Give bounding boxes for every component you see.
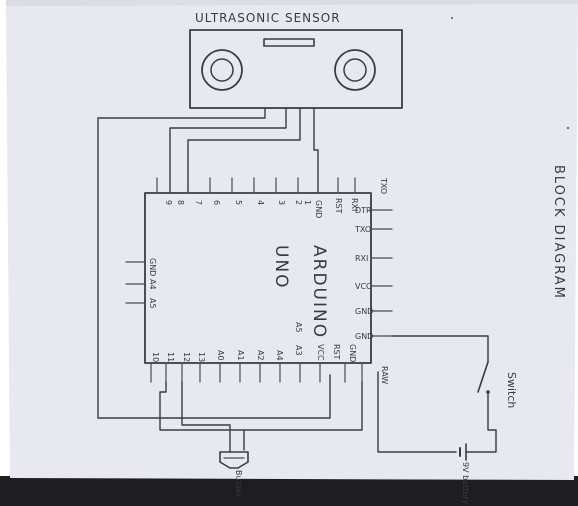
board-outline <box>144 192 372 364</box>
right-header-pins <box>370 209 393 337</box>
buzzer-body <box>219 451 249 469</box>
pin-label: A5 <box>148 298 157 309</box>
wire-echo <box>187 107 301 193</box>
arduino-board: ARDUINO UNO <box>144 192 372 364</box>
power-wires <box>377 335 497 453</box>
pin-label: 7 <box>194 200 203 205</box>
board-model: UNO <box>271 245 291 290</box>
pin-label: GND <box>355 307 373 316</box>
sensor-crystal <box>263 38 315 47</box>
bottom-header-pins <box>150 362 363 383</box>
pin-label: RXI <box>355 254 368 263</box>
switch: Switch <box>477 361 518 408</box>
pin-label: 9 <box>164 200 173 205</box>
right-pin-labels: DTR TXO RXI VCC GND GND <box>354 206 373 341</box>
sensor-transducer-right-inner <box>343 58 367 82</box>
wire-gnd <box>313 107 319 193</box>
pin-label: 2 <box>294 200 303 205</box>
buzzer: Buzzer <box>219 451 249 498</box>
pin-label: A1 <box>236 350 245 361</box>
top-pin-labels: 9 8 7 6 5 4 3 2 1 GND RST RXI TXO <box>164 177 388 218</box>
left-header-pins <box>125 261 146 304</box>
pin-label: RAW <box>380 366 389 384</box>
pin-label: A5 <box>294 322 303 333</box>
pin-label: 3 <box>277 200 286 205</box>
wire-gnd-to-switch <box>391 335 489 363</box>
pin-label: A3 <box>294 345 303 356</box>
pin-label: VCC <box>355 282 372 291</box>
pin-label: A4 <box>275 350 284 361</box>
wire-buzzer-gnd <box>243 381 363 431</box>
pin-label: GND <box>314 200 323 218</box>
sensor-transducer-left <box>201 49 243 91</box>
pin-label: VCC <box>316 344 325 361</box>
pin-label: A0 <box>216 350 225 361</box>
left-pin-labels: GND A4 A5 <box>148 258 157 309</box>
switch-label: Switch <box>505 372 518 408</box>
switch-lever <box>477 361 489 393</box>
pin-label: 1 <box>303 200 312 205</box>
pencil-mark <box>451 17 453 19</box>
pin-label: TXO <box>379 177 388 194</box>
wire-buzzer-signal <box>181 381 231 453</box>
pin-label: RST <box>332 344 341 360</box>
pin-label: 10 <box>151 352 160 362</box>
pin-label: RST <box>334 198 343 214</box>
pin-label: 5 <box>234 200 243 205</box>
buzzer-label: Buzzer <box>234 470 243 498</box>
battery-label: 9V battery <box>461 462 470 505</box>
paper-sheet <box>6 4 578 480</box>
pin-label: A2 <box>256 350 265 361</box>
wire-vcc <box>97 107 331 419</box>
top-header-pins <box>156 177 356 194</box>
pin-label: 4 <box>256 200 265 205</box>
photo-edge-top <box>6 0 578 8</box>
diagram-title: BLOCK DIAGRAM <box>551 165 566 300</box>
buzzer-wires <box>159 381 363 453</box>
pin-label: GND <box>348 344 357 362</box>
sensor-body <box>189 29 403 109</box>
pin-label: DTR <box>355 206 372 215</box>
sensor-transducer-left-inner <box>210 58 234 82</box>
battery: 9V battery <box>459 443 470 505</box>
pin-label: 12 <box>182 352 191 362</box>
ultrasonic-sensor: ULTRASONIC SENSOR <box>189 11 403 109</box>
wire-trig <box>169 107 287 193</box>
pin-label: GND <box>355 332 373 341</box>
pin-label: 13 <box>197 352 206 362</box>
switch-contact <box>486 390 490 394</box>
bottom-pin-labels: 10 11 12 13 A0 A1 A2 A3 A4 A5 VCC RST GN… <box>151 322 389 384</box>
sensor-wires <box>97 107 331 419</box>
pin-label: 8 <box>176 200 185 205</box>
pencil-mark <box>567 127 569 129</box>
wire-buzzer-gnd-left <box>159 381 245 451</box>
wire-battery-to-raw <box>377 371 457 453</box>
pin-label: RXI <box>350 198 359 211</box>
sensor-title: ULTRASONIC SENSOR <box>195 11 341 25</box>
pin-label: A4 <box>148 279 157 290</box>
pin-label: TXO <box>354 225 371 234</box>
pin-label: 11 <box>166 352 175 362</box>
sensor-transducer-right <box>334 49 376 91</box>
photo-edge-bottom <box>0 476 578 506</box>
wire-switch-to-battery <box>465 391 497 453</box>
pin-label: 6 <box>212 200 221 205</box>
board-name: ARDUINO <box>309 245 329 339</box>
pin-label: GND <box>148 258 157 276</box>
